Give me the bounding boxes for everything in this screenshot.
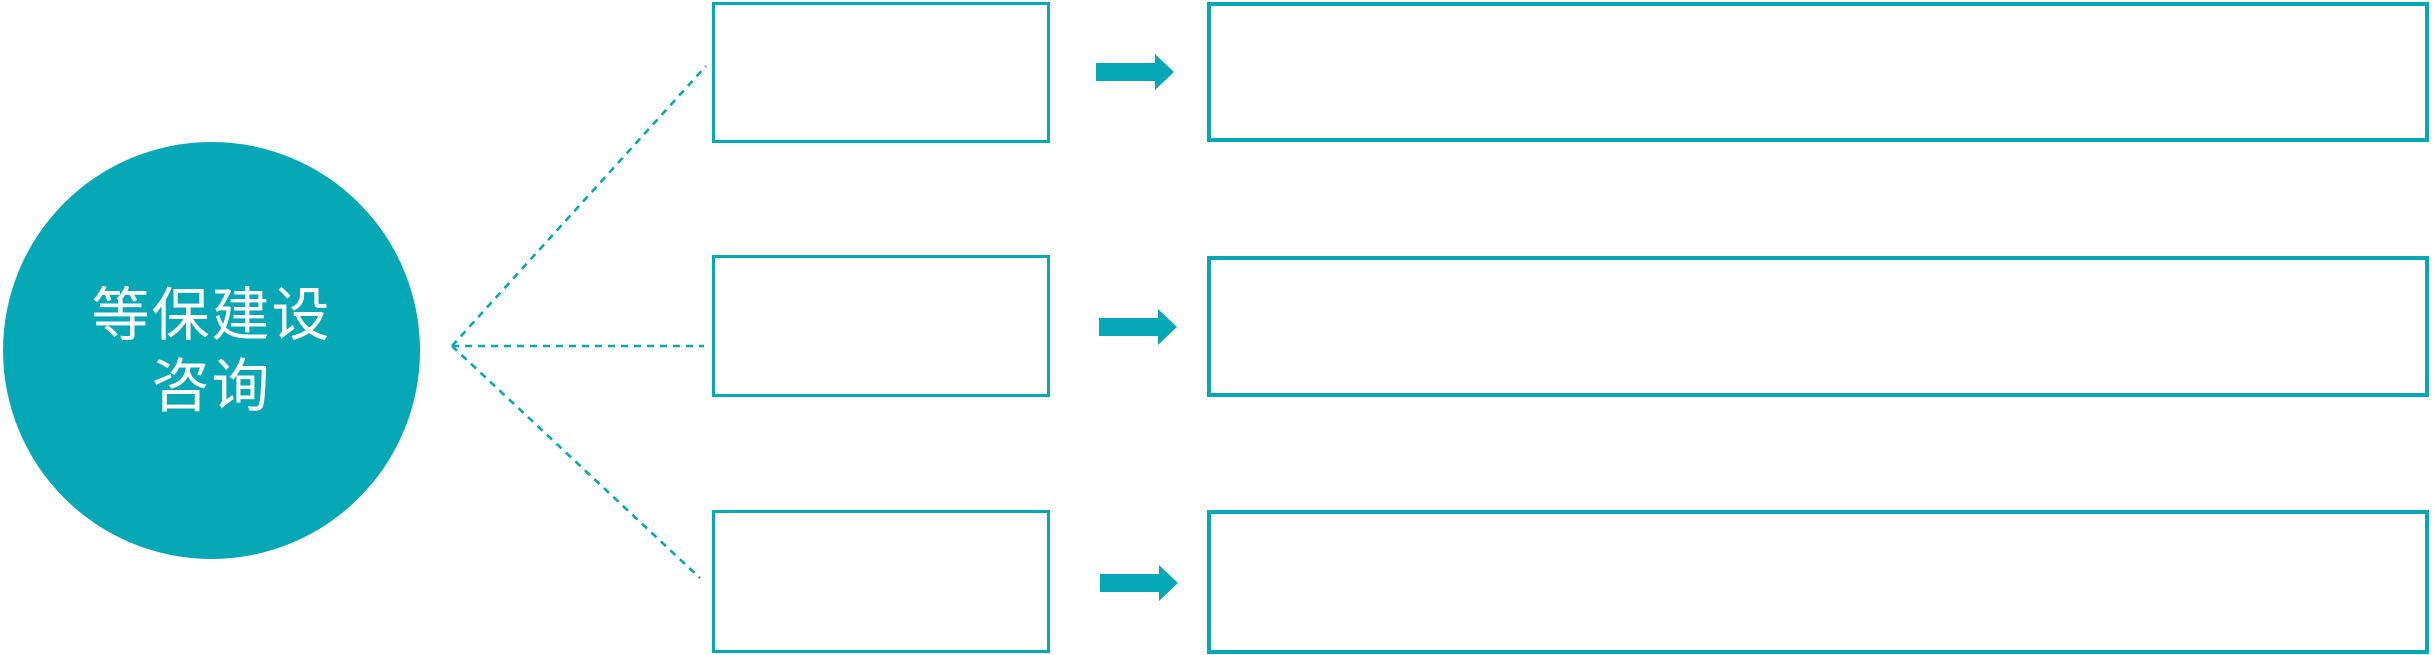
branch-box-2 (712, 255, 1050, 397)
arrow-right-icon (1099, 309, 1177, 345)
branch-box-3 (712, 510, 1050, 653)
arrow-right-icon (1096, 54, 1174, 90)
dotted-connector-line-bottom (451, 345, 701, 579)
dotted-connector-line-top (451, 65, 707, 347)
root-circle-node: 等保建设 咨询 (3, 142, 420, 559)
detail-box-2 (1207, 256, 2429, 397)
detail-box-1 (1207, 2, 2429, 142)
arrow-right-icon (1100, 565, 1178, 601)
root-label-line1: 等保建设 (91, 282, 332, 348)
root-label-line2: 咨询 (151, 353, 272, 419)
branch-box-1 (712, 2, 1050, 143)
detail-box-3 (1207, 510, 2429, 654)
